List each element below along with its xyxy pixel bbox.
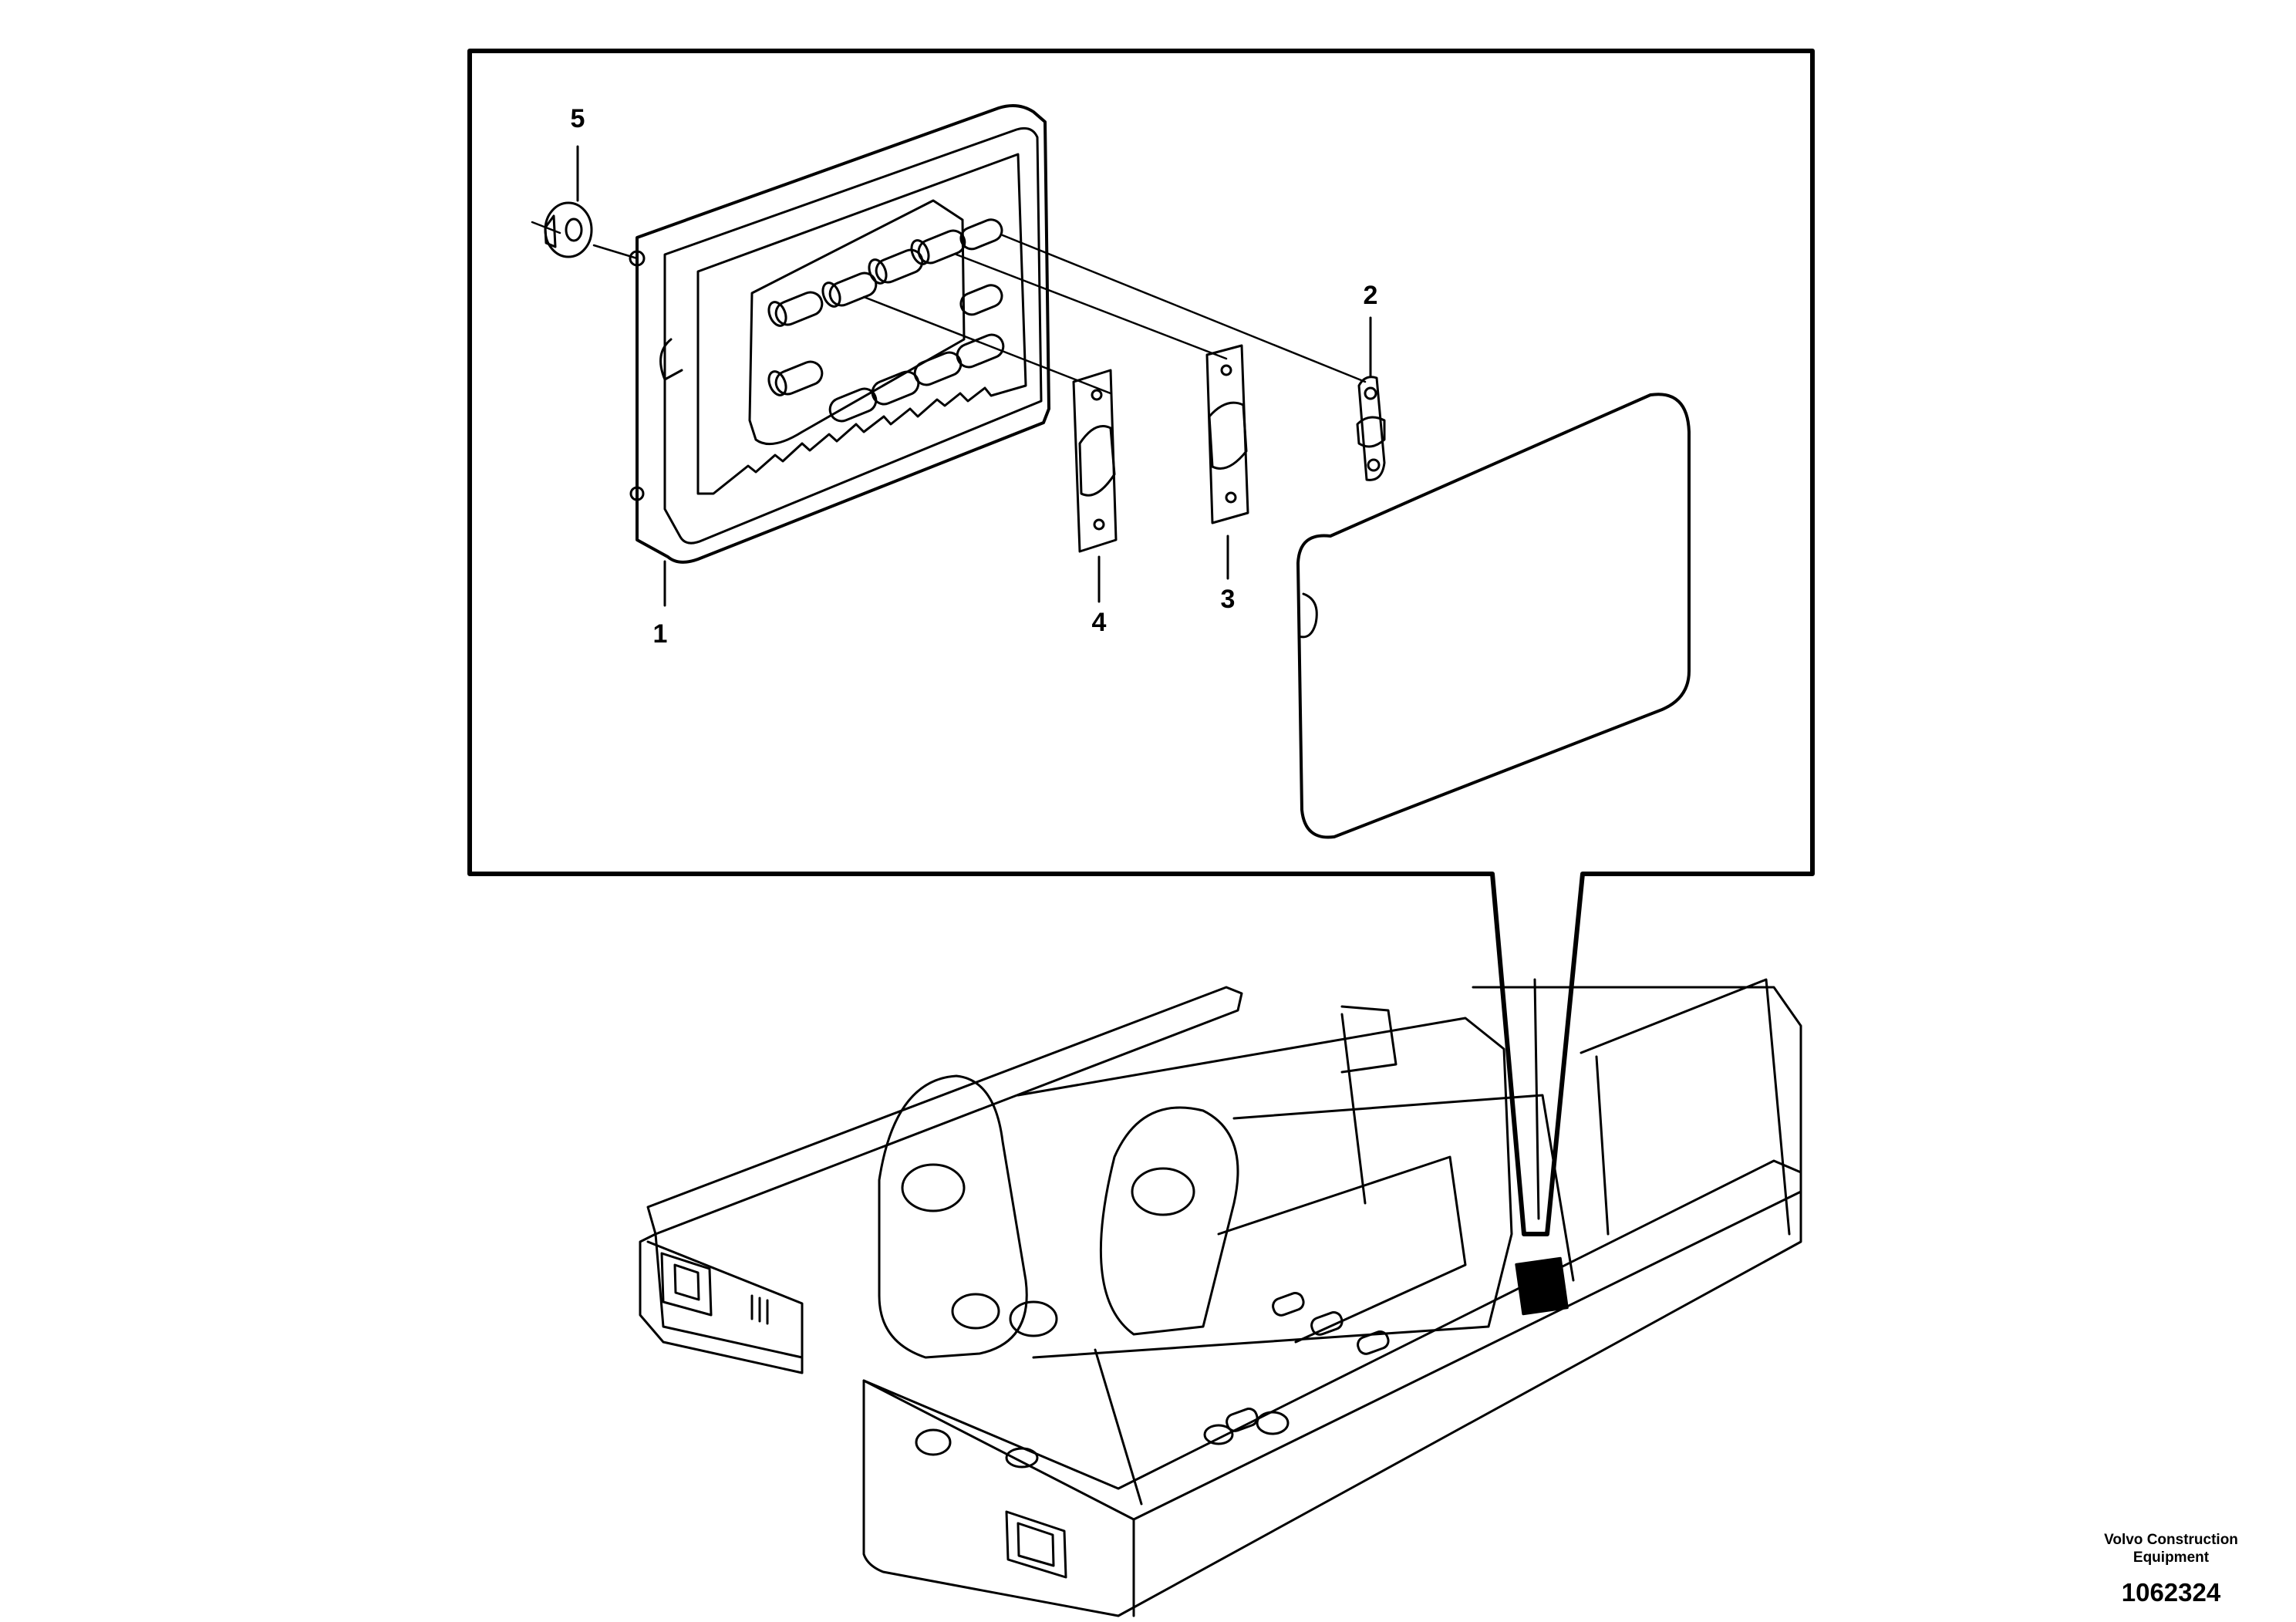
fuse-box-location-marker xyxy=(1515,1256,1569,1316)
fuse-2 xyxy=(1356,376,1386,481)
callout-5: 5 xyxy=(570,104,585,133)
detail-frame xyxy=(467,49,1815,1236)
callout-4: 4 xyxy=(1091,608,1107,637)
callout-3: 3 xyxy=(1220,585,1236,614)
manufacturer-line2: Equipment xyxy=(2132,1549,2210,1566)
fuse-box-cover xyxy=(1296,393,1691,839)
fuse-box-housing xyxy=(629,103,1050,564)
callout-1: 1 xyxy=(652,619,668,649)
callout-2: 2 xyxy=(1363,281,1378,310)
machine-chassis xyxy=(639,978,1802,1617)
leader-lines xyxy=(576,145,1372,607)
fuse-3 xyxy=(1205,344,1249,524)
manufacturer-line1: Volvo Construction xyxy=(2104,1532,2238,1548)
fuse-pins xyxy=(767,218,1005,423)
cover-notch xyxy=(1297,592,1318,639)
fuse-4 xyxy=(1072,369,1118,553)
nut-5 xyxy=(544,201,593,258)
manufacturer-label: Volvo Construction Equipment xyxy=(2082,1532,2260,1567)
assembly-lines xyxy=(531,221,1367,395)
drawing-number: 1062324 xyxy=(2121,1578,2221,1607)
